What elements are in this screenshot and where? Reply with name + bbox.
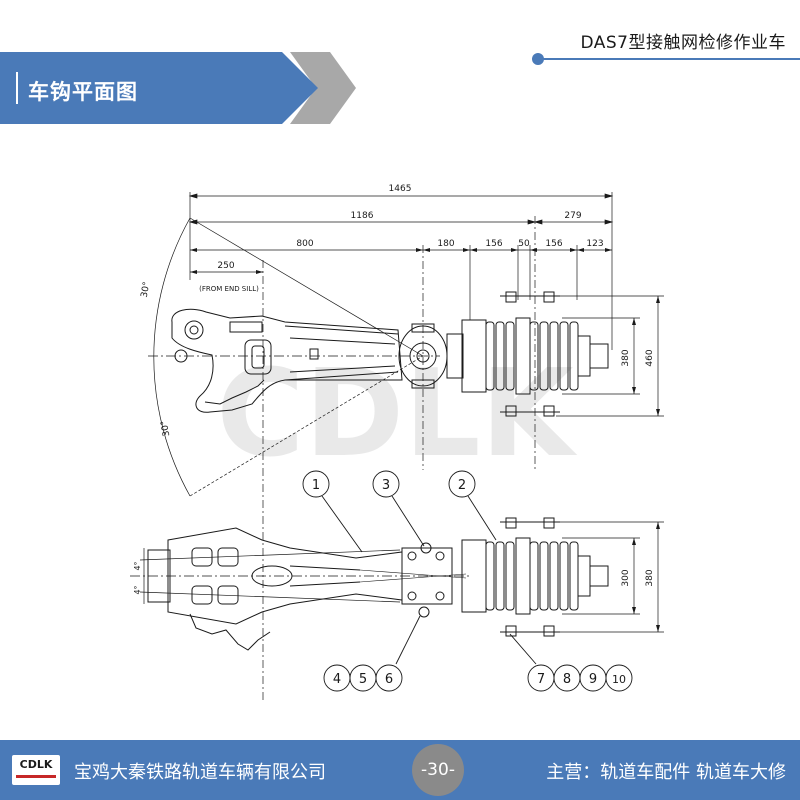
from-end-sill-note: (FROM END SILL)	[199, 285, 259, 293]
dimension-group-right-top	[556, 295, 664, 417]
dim-300: 300	[621, 569, 631, 586]
dim-156-b: 156	[545, 239, 562, 249]
company-logo-text: CDLK	[19, 758, 53, 771]
dim-380-side: 380	[645, 569, 655, 586]
dim-279: 279	[564, 211, 581, 221]
business-scope: 主营：轨道车配件 轨道车大修	[546, 762, 786, 783]
company-logo: CDLK	[12, 755, 60, 785]
callout-7: 7	[537, 672, 545, 687]
draft-gear-springs	[485, 317, 579, 395]
page-number: -30-	[412, 744, 464, 796]
dim-1186: 1186	[351, 211, 374, 221]
callout-1: 1	[312, 478, 320, 493]
dim-1465: 1465	[389, 184, 412, 194]
dim-180: 180	[437, 239, 454, 249]
angle-label-bottom: 30°	[160, 420, 173, 437]
banner-arrow-tail	[290, 52, 356, 124]
callout-10: 10	[612, 673, 626, 686]
dimension-group-top	[188, 192, 614, 700]
watermark-text: CDLK	[216, 345, 577, 484]
document-title: DAS7型接触网检修作业车	[580, 33, 786, 53]
callout-2: 2	[458, 478, 466, 493]
callout-5: 5	[359, 672, 367, 687]
footer-bar: CDLK 宝鸡大秦铁路轨道车辆有限公司 -30- 主营：轨道车配件 轨道车大修	[0, 740, 800, 800]
coupler-top-view	[171, 291, 609, 417]
callout-4: 4	[333, 672, 341, 687]
dim-50: 50	[518, 239, 530, 249]
dim-4-deg-a: 4°	[133, 561, 142, 570]
callout-3: 3	[382, 478, 390, 493]
header-rule-dot	[532, 53, 544, 65]
callouts-lower	[323, 615, 633, 692]
banner-accent-bar	[16, 72, 18, 104]
coupler-side-view	[130, 517, 609, 651]
dim-4-deg-b: 4°	[133, 585, 142, 594]
section-banner	[0, 52, 356, 124]
callout-6: 6	[385, 672, 393, 687]
company-logo-stripe	[16, 775, 56, 778]
section-title: 车钩平面图	[28, 80, 138, 104]
banner-body	[0, 52, 318, 124]
side-angle-marks	[139, 548, 401, 604]
dim-156-a: 156	[485, 239, 502, 249]
dimension-labels-top: 1465 1186 279 800 180 156 50 156 123 250…	[199, 184, 603, 293]
callout-8: 8	[563, 672, 571, 687]
dim-800: 800	[296, 239, 313, 249]
callout-9: 9	[589, 672, 597, 687]
dim-460: 460	[645, 349, 655, 366]
callouts-upper	[302, 470, 497, 553]
angle-label-top: 30°	[140, 281, 153, 298]
dim-250: 250	[217, 261, 234, 271]
company-name: 宝鸡大秦铁路轨道车辆有限公司	[74, 762, 326, 783]
dimension-group-right-side	[556, 521, 664, 633]
side-draft-gear-springs	[485, 537, 579, 615]
dim-380-top: 380	[621, 349, 631, 366]
header-rule	[540, 58, 800, 60]
dim-123: 123	[586, 239, 603, 249]
